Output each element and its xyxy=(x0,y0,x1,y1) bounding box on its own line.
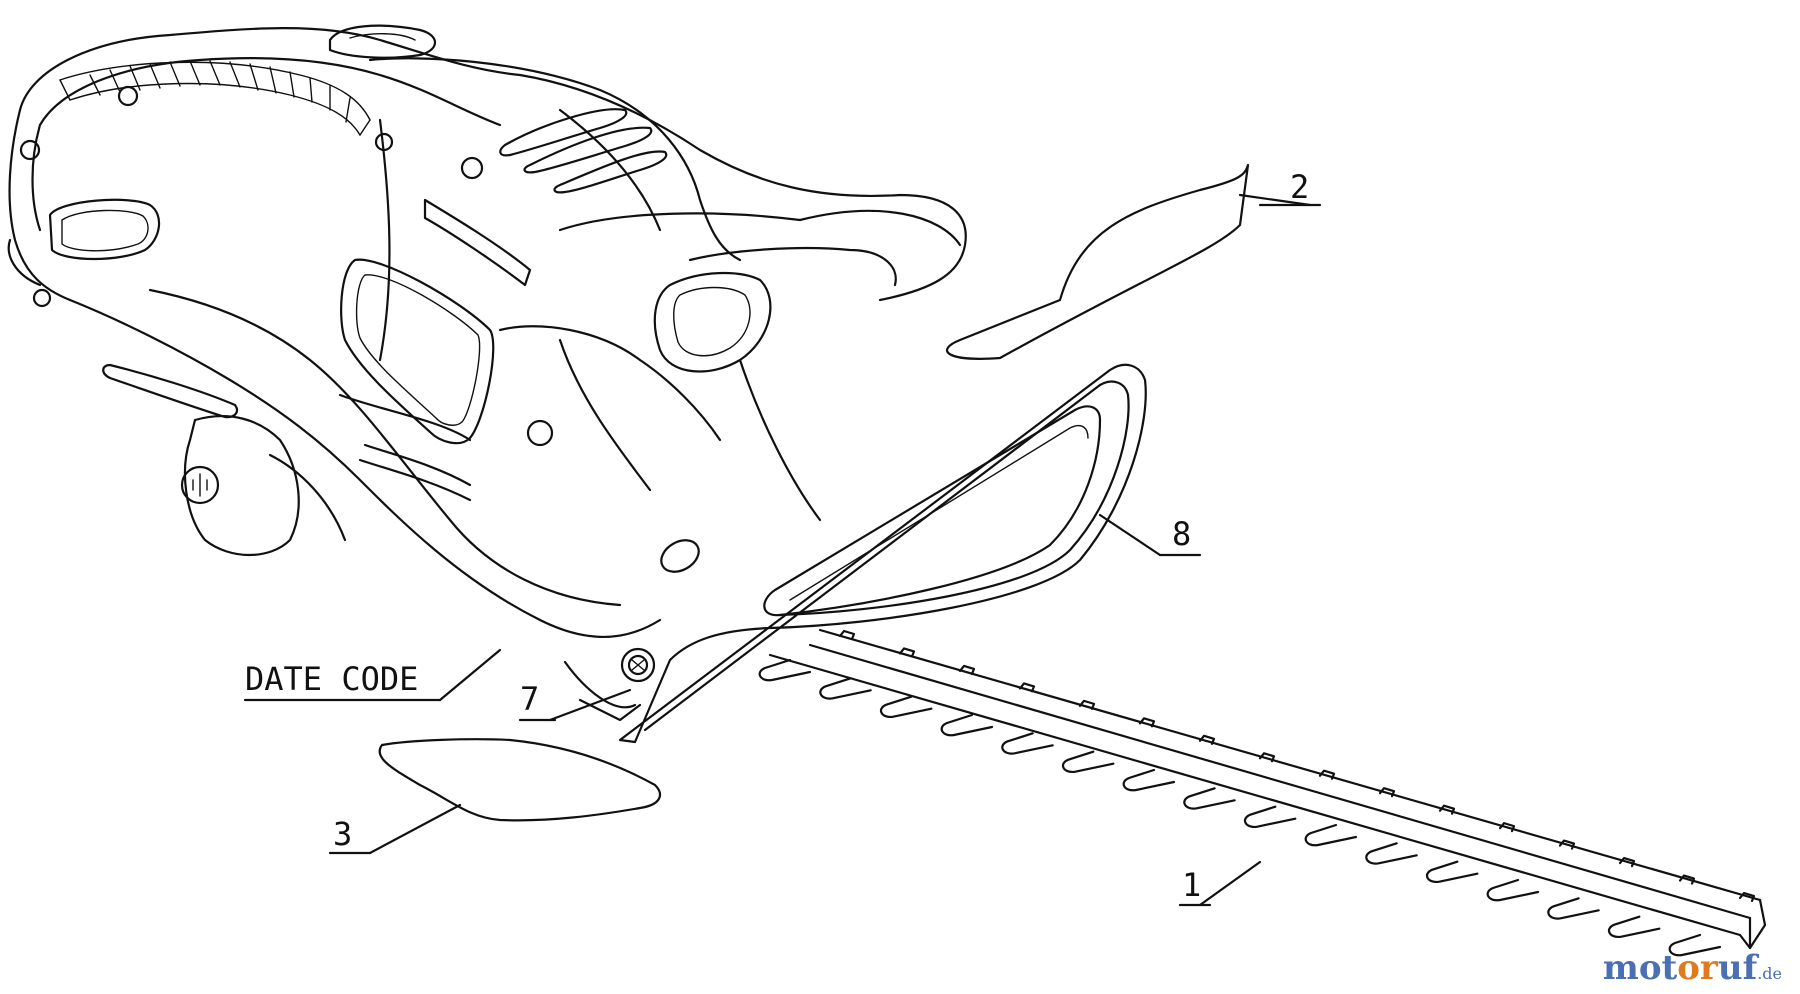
blade-assembly xyxy=(758,628,1767,957)
callout-7: 7 xyxy=(520,680,539,718)
callout-3: 3 xyxy=(333,815,352,853)
sticker-part-2 xyxy=(946,163,1250,360)
blade-tooth-lower xyxy=(1061,750,1115,773)
blade-tooth-upper xyxy=(958,664,976,676)
leader-lines xyxy=(243,193,1322,907)
blade-tooth-lower xyxy=(1304,823,1358,847)
callout-2: 2 xyxy=(1290,168,1309,206)
blade-tooth-lower xyxy=(1365,842,1418,865)
hand-guard xyxy=(618,363,1147,744)
blade-tooth-upper xyxy=(1138,717,1156,728)
blade-tooth-lower xyxy=(940,713,994,737)
blade-tooth-upper xyxy=(1378,787,1396,798)
callout-date-code: DATE CODE xyxy=(245,660,418,698)
callout-8: 8 xyxy=(1172,515,1191,553)
blade-tooth-lower xyxy=(1607,915,1661,938)
blade-tooth-lower xyxy=(1001,732,1054,755)
callout-1: 1 xyxy=(1182,866,1201,904)
blade-tooth-lower xyxy=(1122,768,1176,792)
blade-tooth-lower xyxy=(1668,933,1722,957)
blade-tooth-upper xyxy=(1318,769,1336,780)
bolt-part-7 xyxy=(563,647,656,722)
blade-tooth-lower xyxy=(1183,787,1236,810)
blade-tooth-upper xyxy=(1258,752,1276,763)
blade-tooth-upper xyxy=(1438,804,1456,815)
trimmer-body xyxy=(7,24,967,638)
blade-tooth-upper xyxy=(898,647,916,658)
sticker-part-3 xyxy=(378,738,662,822)
blade-tooth-upper xyxy=(1678,874,1696,885)
blade-tooth-lower xyxy=(1425,860,1479,883)
blade-tooth-lower xyxy=(1486,878,1540,902)
blade-tooth-upper xyxy=(1198,734,1216,745)
blade-tooth-upper xyxy=(1558,839,1576,850)
blade-tooth-upper xyxy=(1738,891,1756,903)
blade-tooth-upper xyxy=(838,629,856,641)
blade-tooth-upper xyxy=(1618,856,1636,868)
watermark-logo: motoruf.de xyxy=(1602,948,1782,988)
blade-tooth-lower xyxy=(1243,805,1297,828)
blade-tooth-lower xyxy=(1547,897,1600,920)
blade-tooth-upper xyxy=(1078,699,1096,710)
blade-tooth-lower xyxy=(879,695,933,718)
blade-tooth-upper xyxy=(1018,682,1036,693)
blade-tooth-lower xyxy=(758,658,812,682)
blade-tooth-upper xyxy=(1498,822,1516,833)
blade-tooth-lower xyxy=(819,677,872,700)
